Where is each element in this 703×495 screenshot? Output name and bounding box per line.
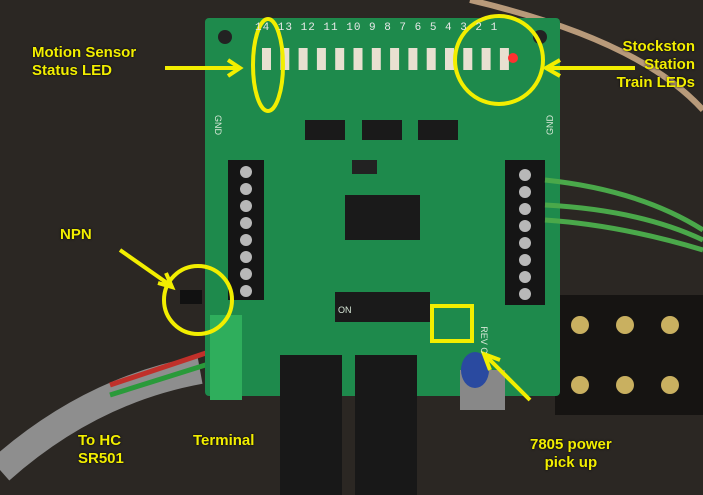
stockston-line1: Stockston — [622, 38, 695, 55]
led — [298, 48, 308, 70]
motion-sensor-line2: Status LED — [32, 62, 113, 79]
screw — [240, 200, 252, 212]
screw — [519, 220, 531, 232]
right-terminal-block — [505, 160, 545, 305]
led — [408, 48, 418, 70]
screw — [519, 186, 531, 198]
screw — [240, 217, 252, 229]
led — [445, 48, 454, 70]
terminal-label: Terminal — [193, 432, 255, 449]
npn-transistor — [180, 290, 202, 304]
stockston-label: Stockston Station Train LEDs — [617, 38, 695, 92]
ic-chip — [362, 120, 402, 140]
screw — [240, 166, 252, 178]
led — [335, 48, 345, 70]
screw — [240, 285, 252, 297]
right-wires — [544, 177, 703, 253]
to-hc-line2: SR501 — [78, 450, 124, 467]
screw — [240, 251, 252, 263]
screw — [519, 169, 531, 181]
annotation-shapes — [118, 14, 635, 402]
led — [316, 48, 326, 70]
rj-jack-1 — [280, 355, 342, 495]
led — [371, 48, 381, 70]
led — [353, 48, 363, 70]
screw — [240, 183, 252, 195]
right-terminal-strip — [555, 295, 703, 415]
led — [390, 48, 400, 70]
motion-sensor-line1: Motion Sensor — [32, 44, 137, 61]
microcontroller — [345, 195, 420, 240]
stockston-line3: Train LEDs — [616, 74, 695, 91]
rj-jack-2 — [355, 355, 417, 495]
npn-label: NPN — [60, 226, 92, 243]
power-line1: 7805 power — [530, 436, 612, 453]
red-wire — [109, 347, 216, 388]
screw — [519, 288, 531, 300]
screw — [519, 271, 531, 283]
crystal — [352, 160, 377, 174]
screw — [240, 268, 252, 280]
strip-screws — [571, 316, 679, 394]
power-label: 7805 power pick up — [530, 436, 612, 472]
to-hc-line1: To HC — [78, 432, 122, 449]
switch-on-label: ON — [338, 305, 352, 315]
screw — [519, 203, 531, 215]
led-row — [262, 48, 509, 70]
led — [426, 48, 436, 70]
lit-red-led — [508, 53, 518, 63]
ic-chip — [418, 120, 458, 140]
led — [262, 48, 271, 70]
gnd-right-label: GND — [545, 115, 555, 135]
green-wire — [109, 359, 216, 398]
ic-chip — [305, 120, 345, 140]
stockston-line2: Station — [644, 56, 695, 73]
power-line2: pick up — [544, 454, 598, 471]
led — [463, 48, 473, 70]
capacitor — [461, 352, 489, 388]
gnd-left-label: GND — [213, 115, 223, 135]
top-cable — [469, 0, 703, 113]
dip-switch — [335, 292, 430, 322]
screw — [240, 234, 252, 246]
screw — [519, 237, 531, 249]
led — [499, 48, 509, 70]
to-hc-label: To HC SR501 — [78, 432, 124, 468]
led — [481, 48, 491, 70]
screw — [519, 254, 531, 266]
motion-sensor-label: Motion Sensor Status LED — [32, 44, 136, 80]
led-numbers: 14 13 12 11 10 9 8 7 6 5 4 3 2 1 — [255, 22, 499, 34]
rev-label: REV C — [478, 326, 489, 354]
